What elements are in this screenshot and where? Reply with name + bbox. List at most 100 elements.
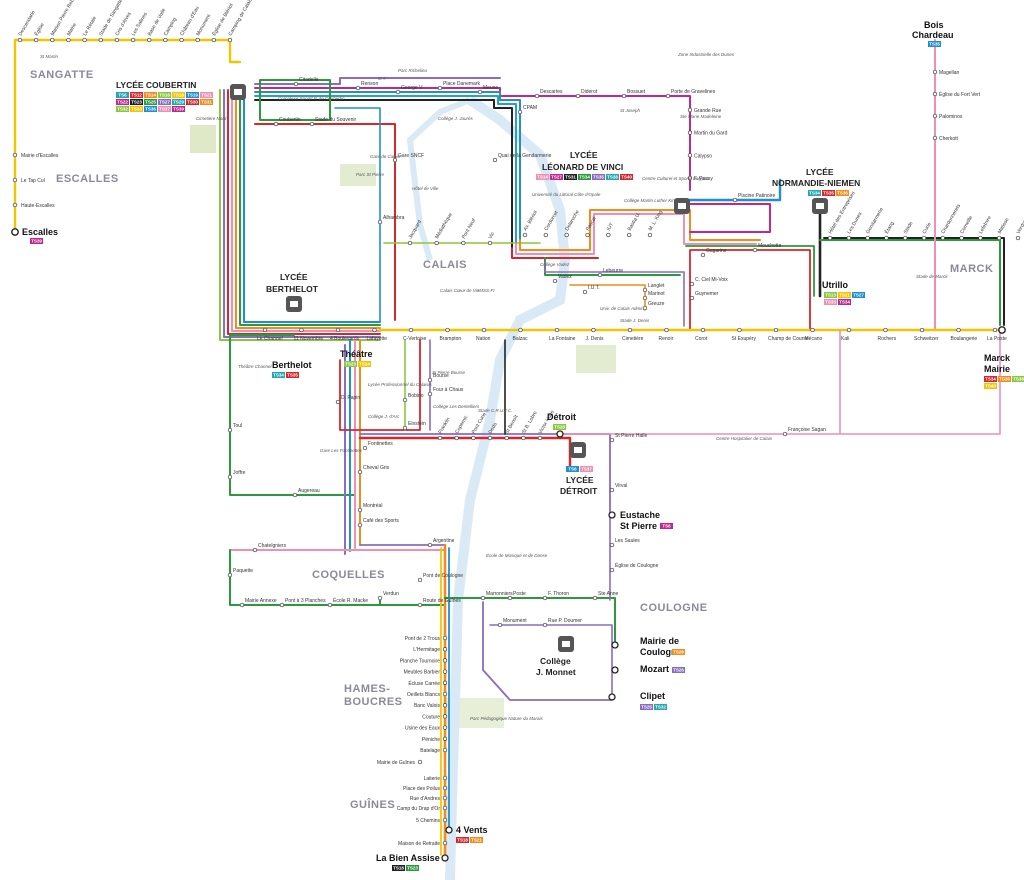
stop-label: Monument: [503, 618, 527, 624]
svg-text:TS29: TS29: [173, 100, 184, 105]
terminal-marck-1: Marck: [984, 353, 1011, 363]
poi-label: Stade de Marck: [916, 274, 948, 279]
svg-text:TS34: TS34: [579, 175, 590, 180]
stop-marker: [687, 153, 693, 158]
svg-text:TS39: TS39: [173, 107, 184, 112]
stop-marker: [846, 235, 851, 241]
line-badge: TS6: [660, 523, 673, 529]
stop-marker: [554, 327, 560, 333]
line-badge: TS34: [808, 190, 821, 196]
stop-marker: [492, 157, 498, 163]
line-badge: TS34: [984, 376, 997, 382]
stop-marker: [442, 840, 448, 846]
line-badge: TS36: [836, 190, 849, 196]
stop-marker: [442, 658, 448, 663]
line-badge: TS18: [172, 92, 185, 98]
stop-label: Alhambra: [383, 215, 405, 221]
stop-label: Pont de 2 Trous: [405, 636, 441, 642]
svg-text:TS21: TS21: [471, 838, 482, 843]
stop-label: Stade: [903, 220, 915, 235]
svg-text:TS18: TS18: [173, 93, 184, 98]
stop-marker: [407, 240, 413, 246]
stop-label: Franklin: [438, 416, 452, 435]
terminal-eustache-2: St Pierre: [620, 521, 657, 531]
stop-label: Haute-Escalles: [21, 203, 55, 209]
stop-marker: [461, 240, 466, 246]
stop-label: Meubles Barbier: [404, 670, 441, 676]
svg-text:TS14: TS14: [537, 175, 548, 180]
line-badge: TS6: [116, 92, 129, 98]
school-vinci-label-2: LÉONARD DE VINCI: [542, 162, 623, 172]
line-badge: TS40: [984, 383, 997, 389]
svg-text:TS25: TS25: [145, 100, 156, 105]
stop-marker: [591, 327, 596, 333]
stop-marker: [700, 327, 706, 333]
stop-marker: [357, 522, 363, 528]
stop-marker: [279, 602, 285, 608]
town-coulogne: COULOGNE: [640, 602, 708, 614]
svg-text:TS35: TS35: [593, 175, 604, 180]
stop-marker: [992, 327, 998, 333]
stop-marker: [372, 327, 377, 333]
stop-marker: [700, 252, 706, 258]
stop-label: Route de Guînes: [423, 598, 461, 604]
poi-label: Théâtre Channel: [238, 364, 273, 369]
stop-marker: [687, 107, 693, 113]
stop-marker: [687, 175, 693, 181]
stop-marker: [627, 232, 632, 238]
poi-label: Gare Les Fontinettes: [320, 448, 363, 453]
svg-text:TS18: TS18: [457, 838, 468, 843]
stop-label: St Benoît: [504, 414, 520, 435]
stop-marker: [827, 235, 833, 241]
stop-label: Langlet: [648, 283, 665, 289]
terminal-bien-assise: La Bien Assise: [376, 853, 440, 863]
svg-text:TS19: TS19: [187, 93, 198, 98]
poi-label: O.T.: [378, 76, 387, 81]
svg-text:TS23: TS23: [407, 866, 418, 871]
school-detroit-label-1: LYCÉE: [566, 475, 594, 485]
stop-label: Pont à 3 Planches: [285, 598, 326, 604]
stop-label: Laiterie: [424, 776, 441, 782]
stop-label: Coubertin: [279, 117, 301, 123]
stop-marker: [454, 435, 459, 441]
line-badge: TS36: [144, 106, 157, 112]
stop-label: 11 Novembre: [294, 336, 324, 342]
poi-label: Centre Culturel et Sportif Calypso: [642, 176, 710, 181]
stop-label: Toul: [233, 423, 242, 429]
terminal-dot: [611, 666, 619, 674]
stop-label: Camp du Drap d'Or: [397, 806, 441, 812]
stop-label: Maison Pierre Rebelle: [50, 0, 80, 37]
stop-label: Montréal: [363, 503, 382, 509]
terminal-bois-2: Chardeau: [912, 30, 954, 40]
stop-label: Calypso: [694, 153, 712, 159]
school-vinci-label-1: LYCÉE: [570, 150, 598, 160]
stop-marker: [543, 232, 548, 238]
stop-marker: [273, 121, 279, 127]
poi-label: Collège J. d'Arc: [368, 414, 400, 419]
terminal-detroit: Détroit: [547, 412, 576, 422]
town-escalles: ESCALLES: [56, 173, 119, 185]
stop-label: Cimetière: [622, 336, 644, 342]
line-badge: TS35: [822, 190, 835, 196]
svg-text:TS28: TS28: [554, 425, 565, 430]
stop-marker: [621, 93, 627, 99]
stop-label: C-Vertoise: [403, 336, 427, 342]
stop-label: Balzac: [513, 336, 529, 342]
town-guines: GUÎNES: [350, 798, 395, 811]
stop-marker: [195, 37, 200, 43]
stop-label: F. Passy: [694, 176, 713, 182]
terminal-dot: [608, 693, 616, 701]
stop-label: Lefebvre: [978, 215, 993, 235]
line-badge: TS25: [640, 704, 653, 710]
stop-label: Martin du Gard: [694, 131, 728, 137]
stop-label: Diderot: [581, 89, 598, 95]
poi-label: Parc St Pierre: [356, 172, 385, 177]
line-badge: TS18: [392, 865, 405, 871]
stop-marker: [522, 232, 528, 238]
stop-label: Dodo: [488, 421, 499, 435]
stop-label: Joffre: [233, 470, 246, 476]
stop-label: Gendarmerie: [865, 207, 885, 235]
stop-marker: [932, 113, 938, 119]
line-badge: TS12: [130, 92, 143, 98]
stop-label: Place Danemark: [443, 81, 480, 87]
